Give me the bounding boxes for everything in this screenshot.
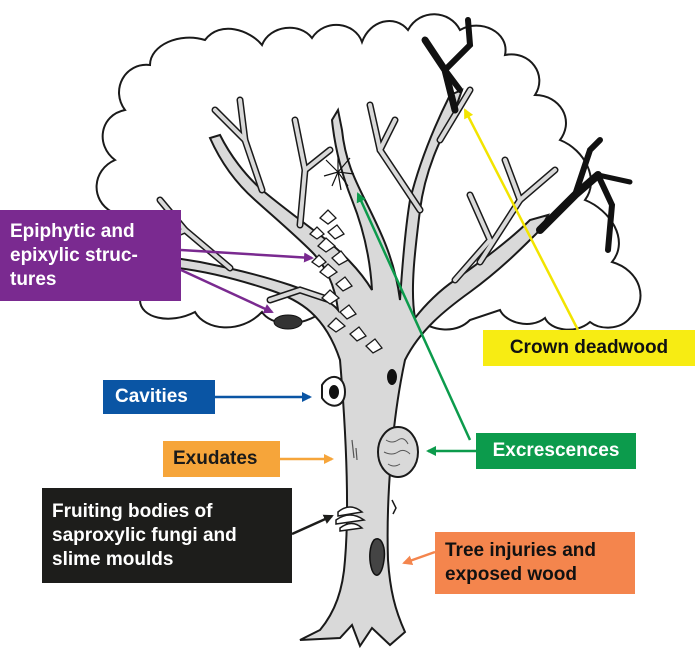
cavity-hole bbox=[387, 369, 397, 385]
label-cavities: Cavities bbox=[103, 380, 215, 414]
arrow-tree-injuries bbox=[404, 552, 435, 563]
label-exudates: Exudates bbox=[163, 441, 280, 477]
label-tree-injuries-text: Tree injuries and exposed wood bbox=[445, 539, 596, 587]
label-tree-injuries: Tree injuries and exposed wood bbox=[435, 532, 635, 594]
bracket-fungi bbox=[336, 507, 364, 531]
label-crown-deadwood: Crown deadwood bbox=[483, 330, 695, 366]
label-exudates-text: Exudates bbox=[173, 447, 257, 471]
label-epiphytic-text: Epiphytic and epixylic struc- tures bbox=[10, 220, 138, 292]
label-excrescences-text: Excrescences bbox=[493, 439, 620, 463]
label-excrescences: Excrescences bbox=[476, 433, 636, 469]
arrow-fruiting-bodies bbox=[292, 516, 332, 534]
trunk-wound bbox=[370, 539, 385, 576]
moss-patch bbox=[274, 315, 302, 329]
label-fruiting-bodies: Fruiting bodies of saproxylic fungi and … bbox=[42, 488, 292, 583]
cavity-inner bbox=[329, 385, 339, 399]
label-fruiting-bodies-text: Fruiting bodies of saproxylic fungi and … bbox=[52, 500, 237, 572]
label-crown-deadwood-text: Crown deadwood bbox=[510, 336, 668, 360]
bark-crack bbox=[392, 500, 396, 514]
label-cavities-text: Cavities bbox=[115, 385, 188, 409]
label-epiphytic-epixylic: Epiphytic and epixylic struc- tures bbox=[0, 210, 181, 301]
